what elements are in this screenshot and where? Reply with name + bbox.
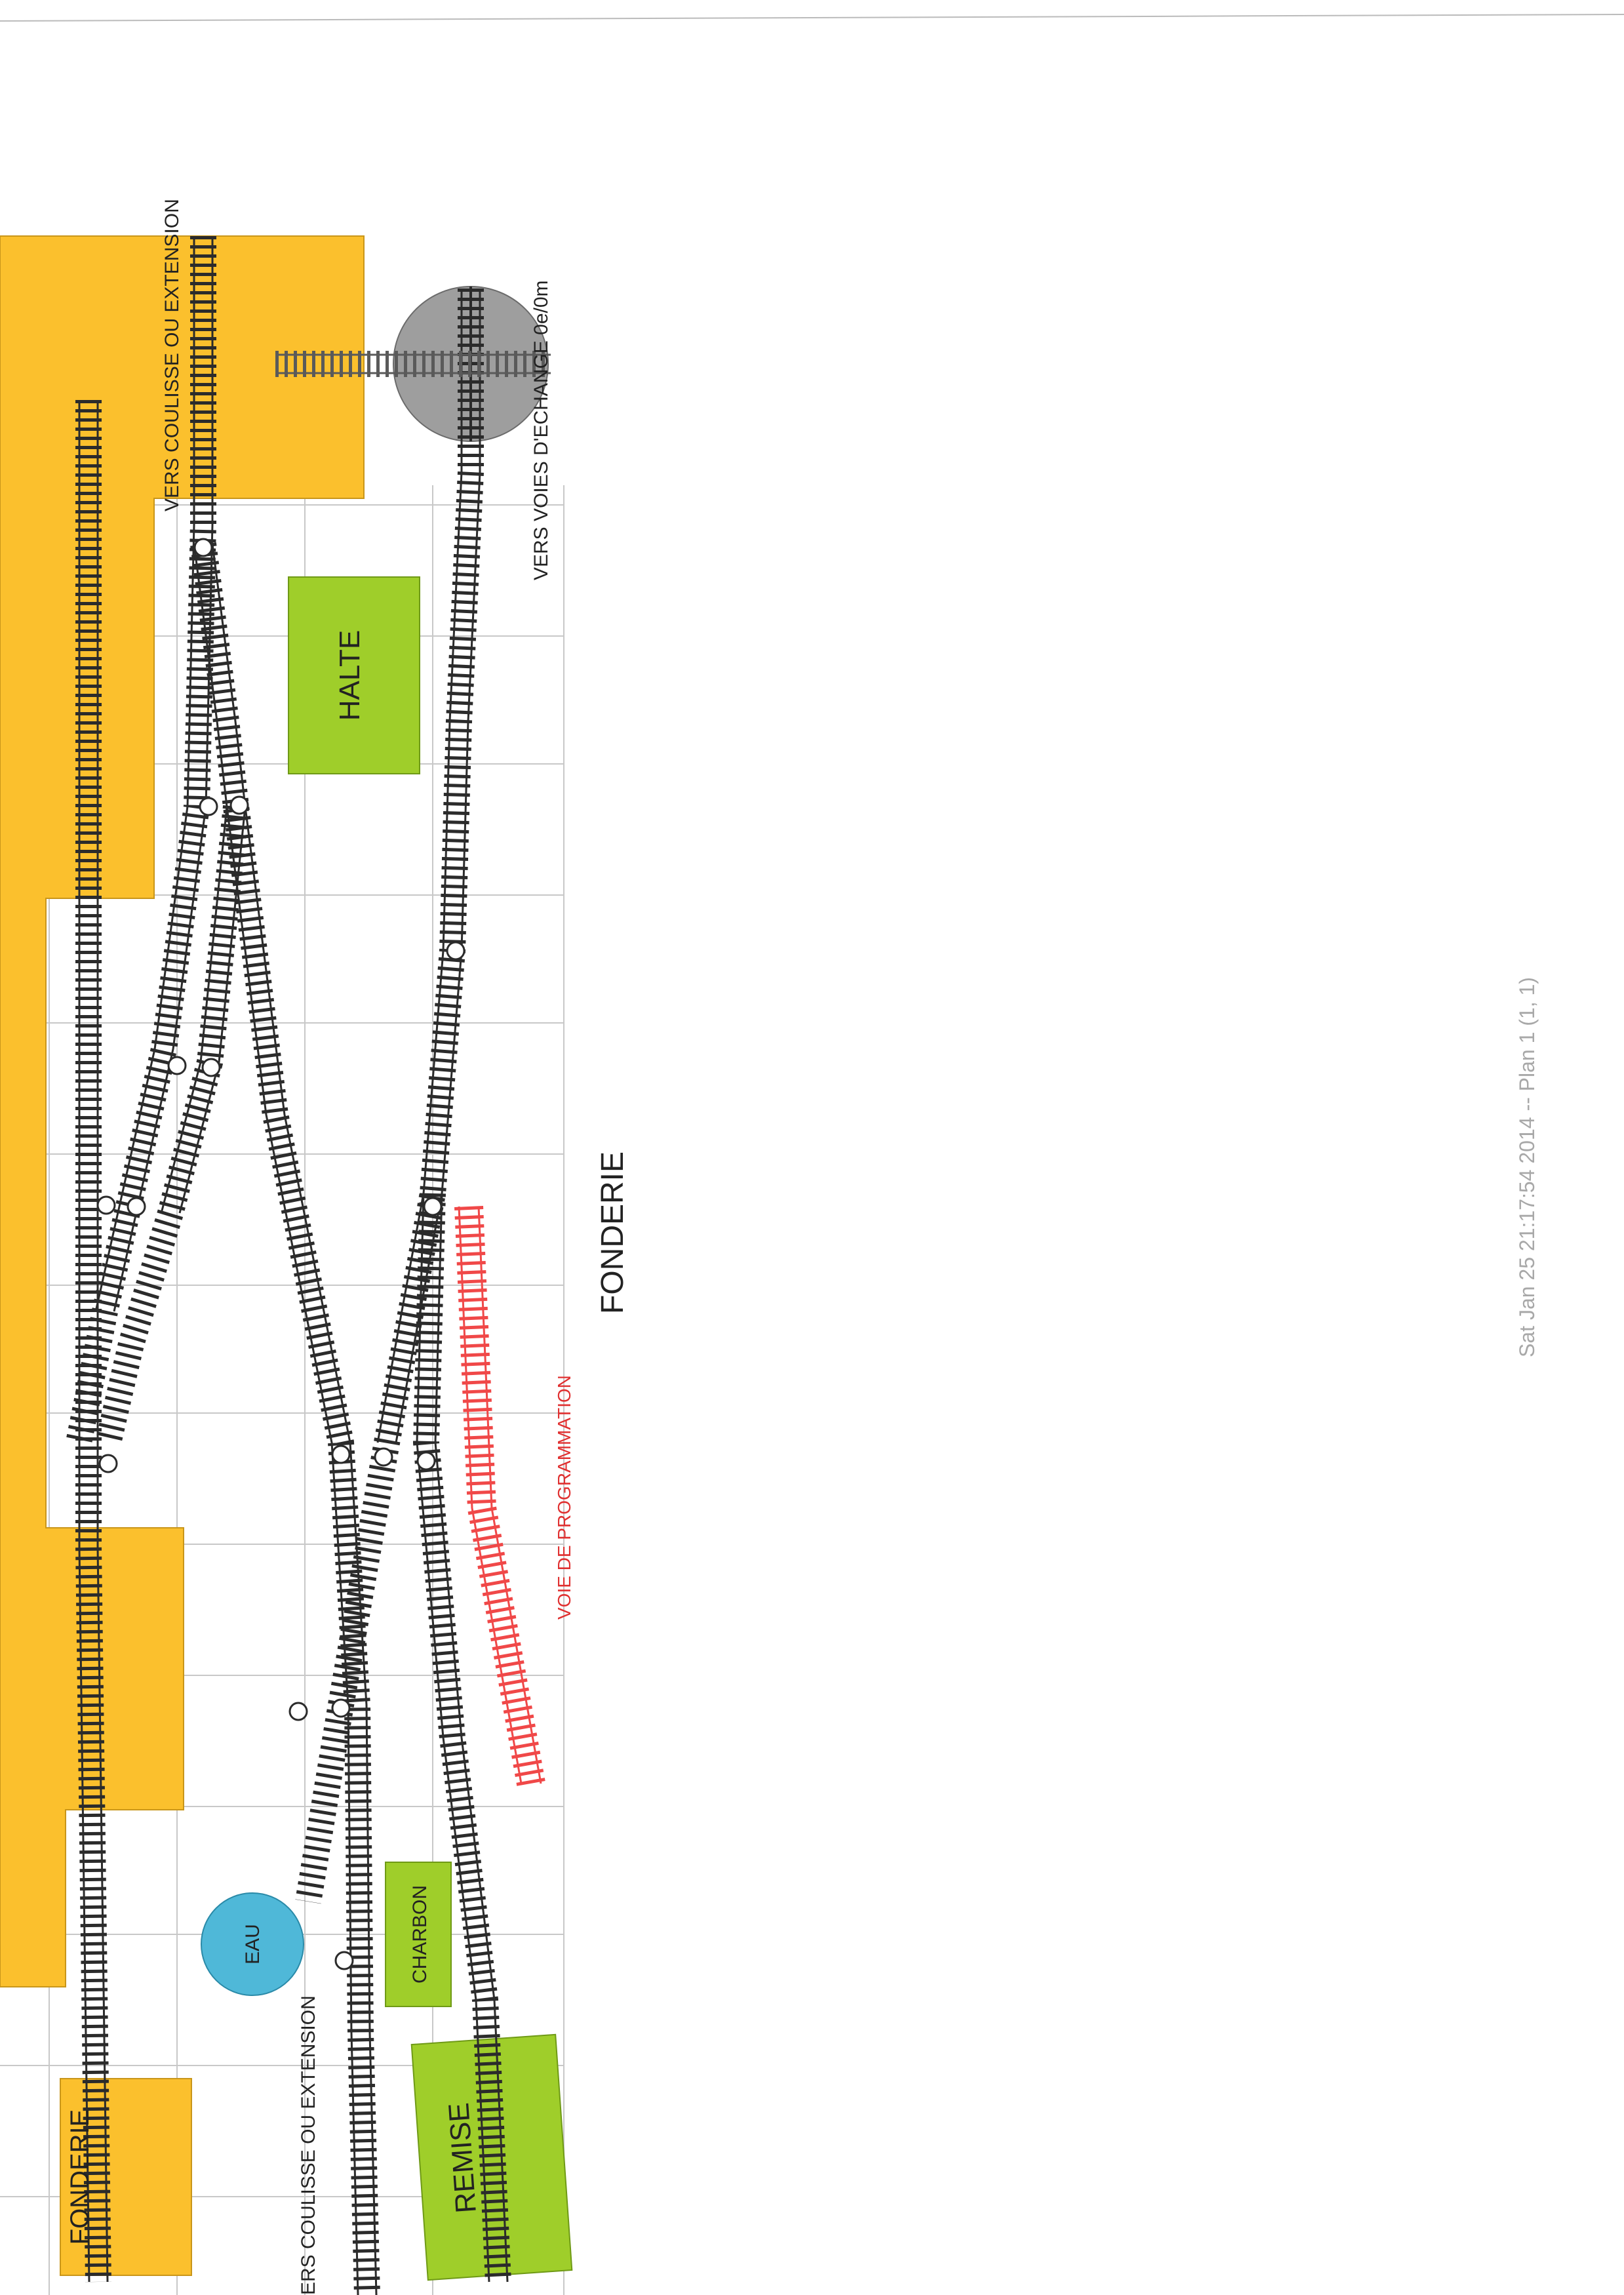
turnout-markers xyxy=(96,538,465,1970)
turnout-marker xyxy=(331,1445,351,1464)
turnout-marker xyxy=(416,1451,436,1471)
turnout-marker xyxy=(334,1951,354,1970)
label-fonderie-small: FONDERIE xyxy=(66,2109,94,2245)
label-voie-programmation: VOIE DE PROGRAMMATION xyxy=(554,1375,574,1620)
track-main-upper xyxy=(66,236,216,1445)
turnout-marker xyxy=(199,797,218,816)
tracks xyxy=(66,236,551,2295)
eau-water-tower xyxy=(201,1892,304,1996)
track-turntable-lead xyxy=(295,289,484,1904)
track-remise xyxy=(412,1193,511,2283)
turnout-marker xyxy=(167,1056,187,1075)
turnout-marker xyxy=(374,1447,393,1467)
label-vers-voies-echange: VERS VOIES D'ECHANGE 0e/0m xyxy=(530,280,552,580)
footer-timestamp: Sat Jan 25 21:17:54 2014 -- Plan 1 (1, 1… xyxy=(1515,977,1539,1357)
label-vers-coulisse-bottom: ERS COULISSE OU EXTENSION xyxy=(298,1995,319,2295)
turnout-marker xyxy=(96,1195,116,1215)
track-crossover-a xyxy=(190,542,380,2295)
charbon-building xyxy=(385,1862,452,2007)
page-edge xyxy=(0,14,1624,22)
turnout-marker xyxy=(446,941,465,961)
label-eau: EAU xyxy=(242,1924,264,1965)
turnout-marker xyxy=(331,1698,351,1718)
turnout-marker xyxy=(127,1197,146,1216)
turnout-marker xyxy=(288,1702,308,1721)
label-fonderie-main: FONDERIE xyxy=(595,1151,630,1314)
footer-timestamp-text: Sat Jan 25 21:17:54 2014 -- Plan 1 (1, 1… xyxy=(1515,977,1539,1357)
label-halte: HALTE xyxy=(334,630,366,721)
turnout-marker xyxy=(423,1197,443,1216)
halte-building xyxy=(288,576,420,774)
label-charbon: CHARBON xyxy=(409,1885,431,1984)
label-remise: REMISE xyxy=(443,2102,483,2214)
turnout-marker xyxy=(229,795,249,815)
turnout-marker xyxy=(201,1058,221,1077)
fonderie-small-building xyxy=(60,2078,192,2276)
track-programmation xyxy=(454,1206,545,1786)
turnout-marker xyxy=(193,538,213,557)
turnout-marker xyxy=(98,1454,118,1473)
label-vers-coulisse-top: VERS COULISSE OU EXTENSION xyxy=(161,199,183,511)
track-fonderie-siding xyxy=(75,400,111,2283)
